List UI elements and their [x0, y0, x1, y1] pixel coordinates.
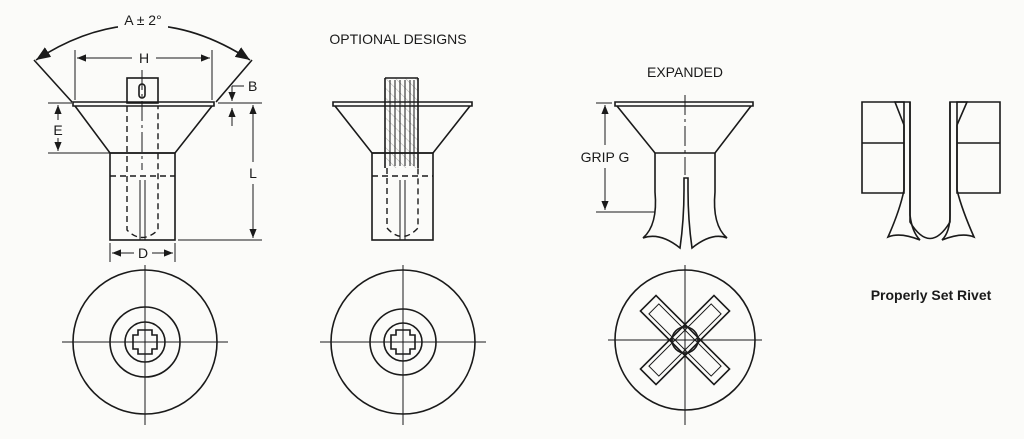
optional-designs-heading: OPTIONAL DESIGNS [329, 31, 466, 47]
rivet-top-view-expanded [608, 265, 762, 425]
properly-set-rivet-section: Properly Set Rivet [861, 101, 1001, 303]
properly-set-rivet-caption: Properly Set Rivet [871, 287, 992, 303]
rivet-top-view-1 [62, 265, 228, 425]
head-thickness-label: B [248, 78, 257, 94]
expanded-rivet-side-view: GRIP G [581, 95, 754, 250]
dimensioned-rivet-side-view: A ± 2° H E B L D [33, 12, 262, 262]
head-height-label: E [53, 122, 62, 138]
rivet-top-view-2 [320, 265, 486, 425]
optional-design-side-view [332, 77, 473, 241]
diameter-label: D [138, 245, 148, 261]
length-label: L [249, 165, 257, 181]
grip-label: GRIP G [581, 149, 630, 165]
angle-label: A ± 2° [124, 12, 161, 28]
expanded-heading: EXPANDED [647, 64, 723, 80]
head-diameter-label: H [139, 50, 149, 66]
